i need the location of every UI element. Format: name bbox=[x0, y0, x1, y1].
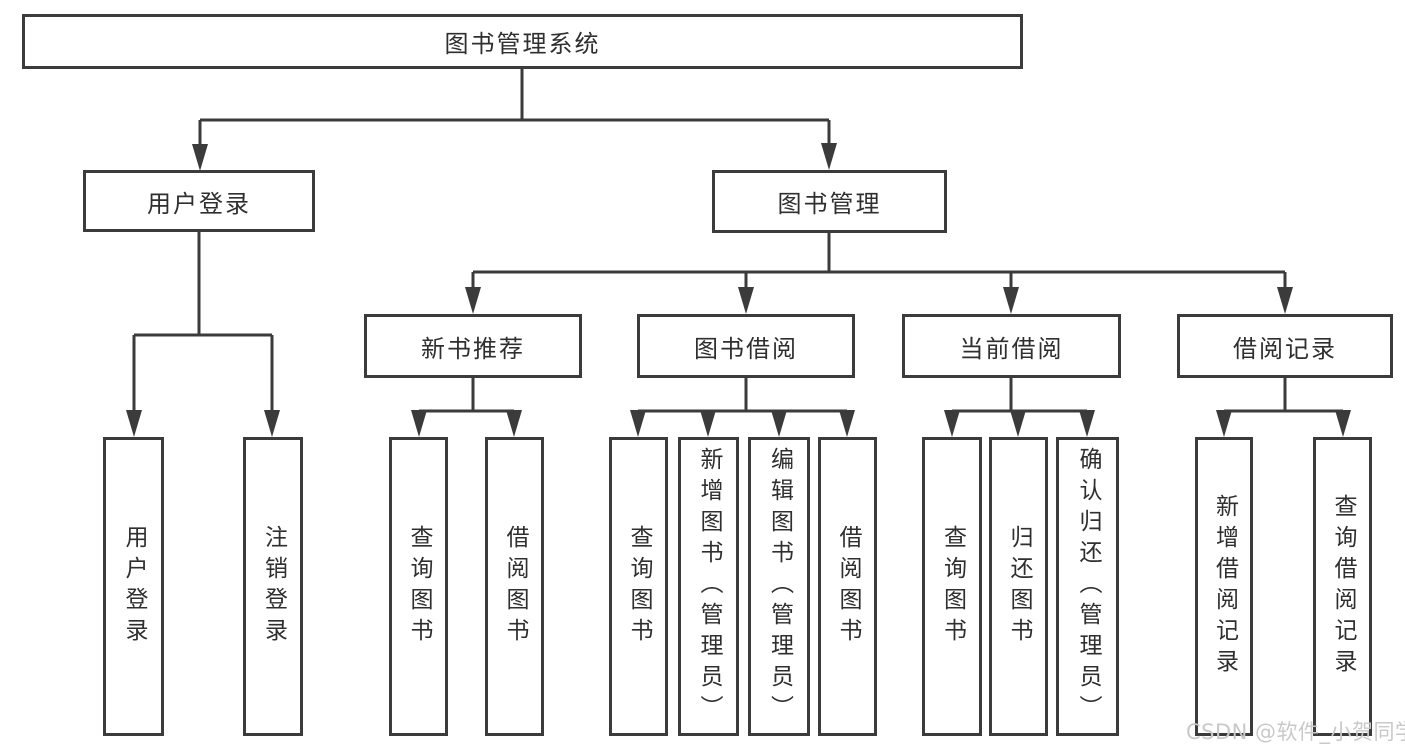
node-label: 图书借阅 bbox=[694, 334, 798, 363]
node-book-management-branch: 图书管理 bbox=[712, 170, 947, 233]
node-label: 图书管理系统 bbox=[444, 30, 601, 58]
node-label: 用户登录 bbox=[147, 189, 251, 218]
node-label: 借阅图书 bbox=[502, 524, 528, 649]
node-label: 查询图书 bbox=[406, 524, 432, 649]
csdn-watermark: CSDN @软件_小贺同学 bbox=[1186, 720, 1405, 744]
node-label: 借阅记录 bbox=[1233, 334, 1337, 363]
leaf-borrow-books: 借阅图书 bbox=[818, 437, 877, 736]
node-label: 图书管理 bbox=[777, 190, 882, 218]
node-label: 查询借阅记录 bbox=[1330, 493, 1356, 680]
leaf-query-books-current: 查询图书 bbox=[922, 437, 982, 736]
leaf-return-books: 归还图书 bbox=[989, 437, 1048, 736]
leaf-add-books-admin: 新增图书（管理员） bbox=[678, 437, 739, 736]
node-label: 查询图书 bbox=[626, 524, 652, 649]
node-current-borrow: 当前借阅 bbox=[902, 314, 1121, 378]
node-label: 注销登录 bbox=[260, 524, 287, 649]
node-label: 查询图书 bbox=[939, 524, 966, 649]
node-label: 新增借阅记录 bbox=[1211, 493, 1238, 680]
leaf-add-borrow-record: 新增借阅记录 bbox=[1195, 437, 1253, 736]
node-label: 当前借阅 bbox=[959, 334, 1064, 363]
leaf-query-books-recommend: 查询图书 bbox=[389, 437, 448, 736]
leaf-query-borrow-record: 查询借阅记录 bbox=[1313, 437, 1372, 736]
leaf-query-books-borrow: 查询图书 bbox=[609, 437, 668, 736]
arrowheads bbox=[126, 143, 1351, 437]
node-borrow-records: 借阅记录 bbox=[1177, 314, 1393, 378]
node-label: 新增图书（管理员） bbox=[696, 447, 722, 726]
node-label: 编辑图书（管理员） bbox=[766, 447, 793, 726]
node-label: 借阅图书 bbox=[835, 524, 861, 649]
node-label: 新书推荐 bbox=[421, 334, 525, 363]
node-book-borrow: 图书借阅 bbox=[637, 314, 855, 378]
node-new-book-recommend: 新书推荐 bbox=[364, 314, 582, 378]
node-user-login-branch: 用户登录 bbox=[83, 170, 315, 232]
node-root-system: 图书管理系统 bbox=[22, 14, 1023, 69]
node-label: 用户登录 bbox=[121, 524, 147, 649]
node-label: 归还图书 bbox=[1006, 524, 1032, 649]
leaf-user-login: 用户登录 bbox=[103, 437, 164, 736]
node-label: 确认归还（管理员） bbox=[1075, 447, 1101, 726]
leaf-confirm-return-admin: 确认归还（管理员） bbox=[1056, 437, 1119, 736]
leaf-logout: 注销登录 bbox=[243, 437, 303, 736]
leaf-borrow-books-recommend: 借阅图书 bbox=[485, 437, 544, 736]
leaf-edit-books-admin: 编辑图书（管理员） bbox=[748, 437, 810, 736]
